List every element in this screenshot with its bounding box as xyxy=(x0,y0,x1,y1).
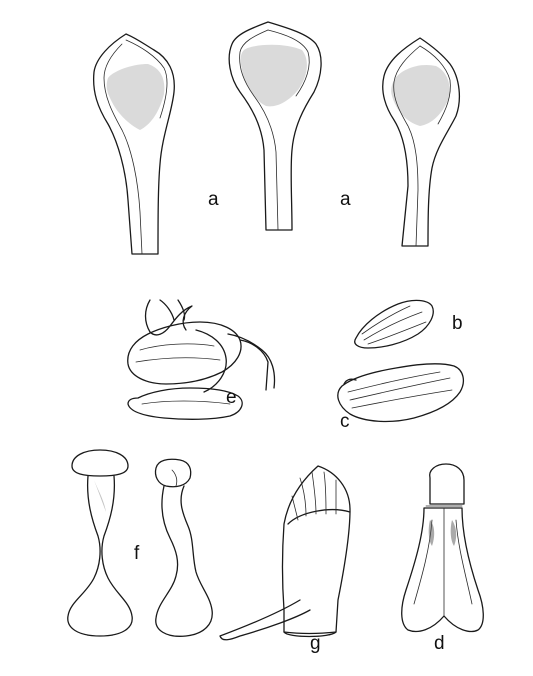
label-a-middle: a xyxy=(340,190,351,209)
label-b: b xyxy=(452,314,463,333)
petal-a-left xyxy=(94,34,175,254)
dorsal-sepal-d xyxy=(402,464,484,631)
column-f-front xyxy=(68,450,132,636)
petal-a-middle xyxy=(229,22,321,230)
label-a-left: a xyxy=(208,190,219,209)
lip-g xyxy=(220,466,350,640)
label-d: d xyxy=(434,634,445,653)
label-e: e xyxy=(226,388,237,407)
label-c: c xyxy=(340,412,350,431)
column-f-side xyxy=(155,459,212,636)
petal-a-right xyxy=(383,38,460,246)
label-g: g xyxy=(310,634,321,653)
sepal-b xyxy=(355,300,433,348)
sepal-c xyxy=(338,364,464,422)
flower-side-view-e xyxy=(128,300,275,419)
label-f: f xyxy=(134,544,139,563)
